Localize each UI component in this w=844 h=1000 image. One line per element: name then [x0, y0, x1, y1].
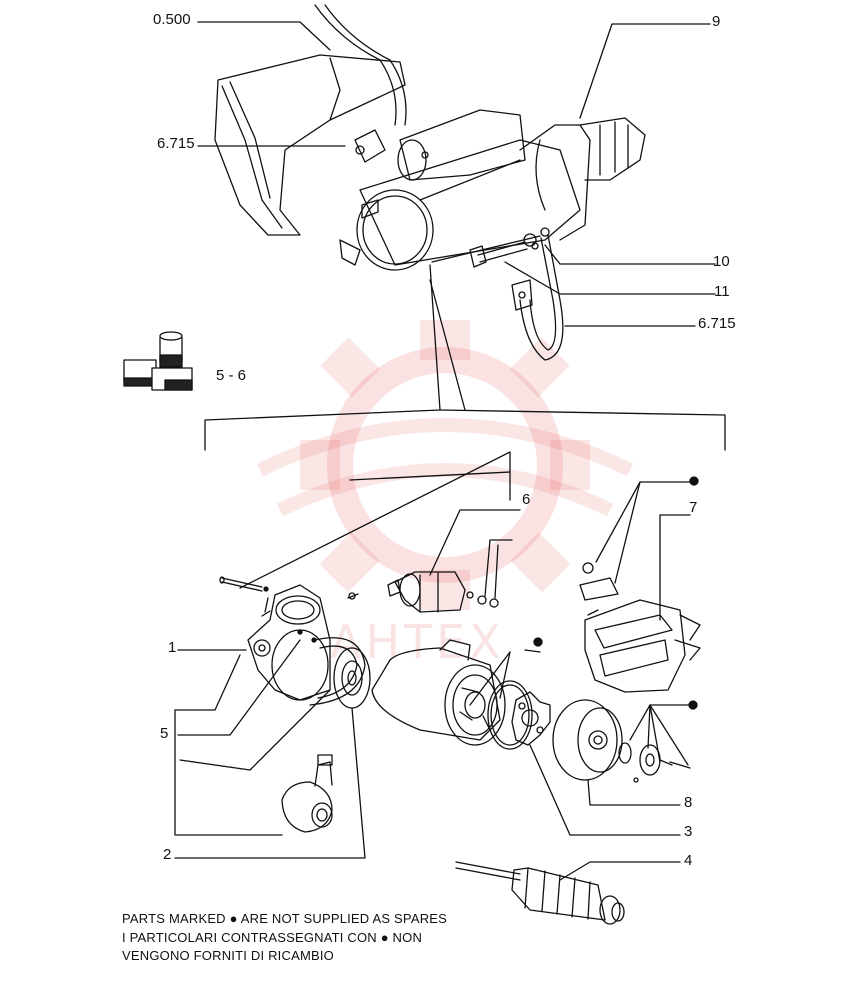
starter-assembly-top	[214, 4, 646, 361]
drive-end-plate	[552, 699, 623, 781]
tool-kit-icon	[123, 331, 193, 391]
label-7: 7	[689, 499, 698, 516]
through-bolt	[219, 576, 269, 592]
armature-part	[455, 861, 625, 925]
dot-marker-housing	[533, 637, 543, 647]
small-parts-right	[618, 742, 691, 783]
label-8: 8	[684, 794, 693, 811]
label-0500: 0.500	[153, 11, 191, 28]
label-6715-b: 6.715	[698, 315, 736, 332]
label-6715-a: 6.715	[157, 135, 195, 152]
end-cover-part	[247, 584, 331, 701]
footnote-line-2: I PARTICOLARI CONTRASSEGNATI CON ● NON	[122, 930, 423, 945]
footnote-line-3: VENGONO FORNITI DI RICAMBIO	[122, 948, 334, 963]
label-6: 6	[522, 491, 531, 508]
yoke-housing	[371, 639, 506, 746]
dot-marker-7	[689, 476, 699, 486]
label-4: 4	[684, 852, 693, 869]
label-5: 5	[160, 725, 169, 742]
brush-part	[281, 754, 333, 833]
planetary-part	[511, 691, 551, 746]
label-1: 1	[168, 639, 177, 656]
o-ring	[487, 680, 533, 750]
solenoid-part	[387, 571, 499, 613]
label-9: 9	[712, 13, 721, 30]
footnote-line-1: PARTS MARKED ● ARE NOT SUPPLIED AS SPARE…	[122, 911, 448, 926]
label-10: 10	[713, 253, 730, 270]
label-11: 11	[714, 283, 730, 300]
label-3: 3	[684, 823, 693, 840]
drive-assembly	[579, 562, 701, 693]
dot-marker-small-parts	[688, 700, 698, 710]
watermark-text: AHTEX	[330, 615, 505, 669]
label-2: 2	[163, 846, 172, 863]
label-5-6: 5 - 6	[216, 367, 247, 384]
